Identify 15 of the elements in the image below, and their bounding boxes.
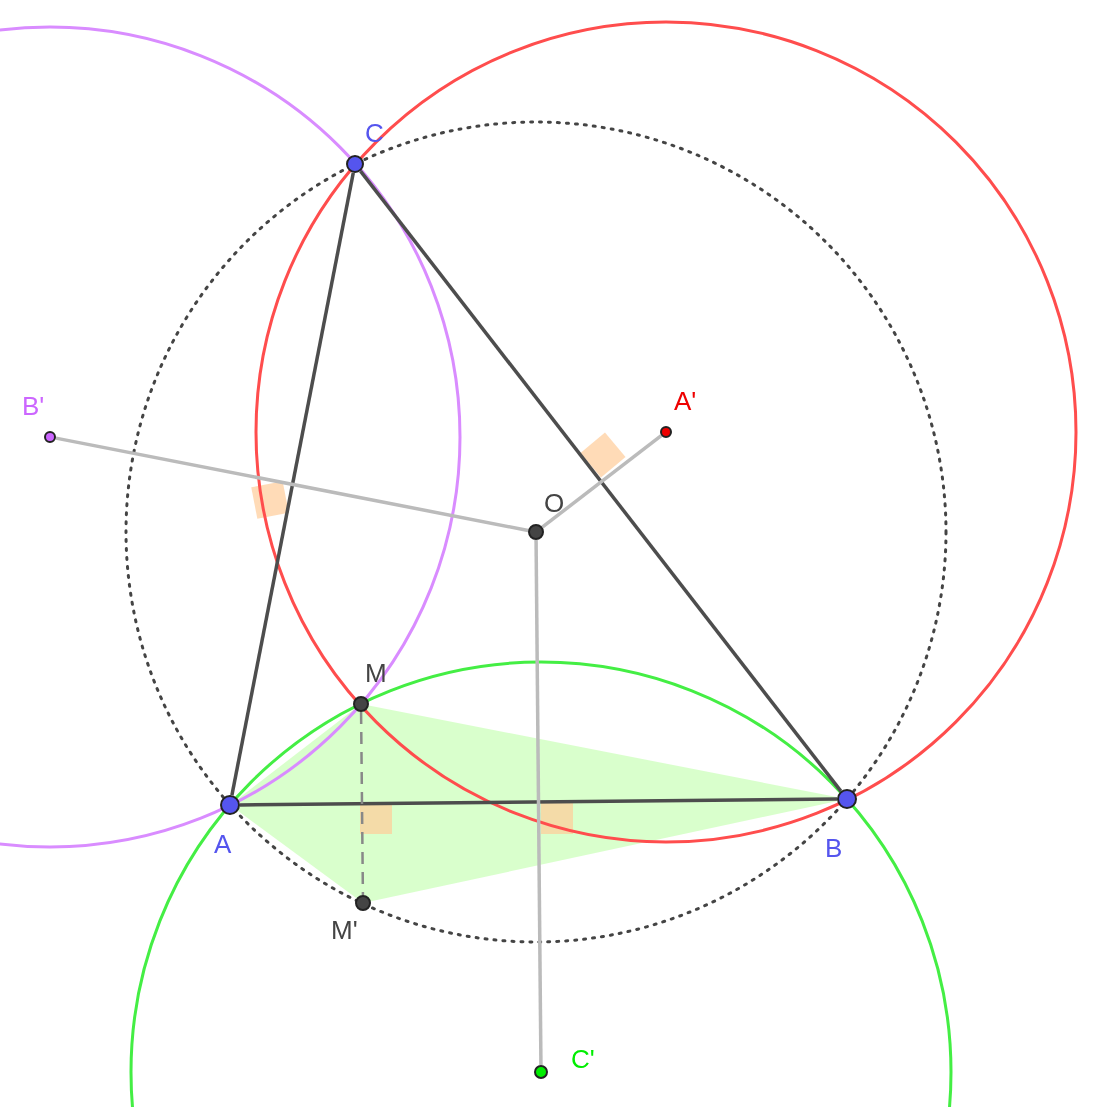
line-segment (359, 170, 843, 793)
line-segment (230, 172, 355, 796)
point-label: B (825, 835, 843, 861)
point-label: C' (571, 1046, 595, 1072)
point-label: B' (22, 393, 45, 419)
line-segment (240, 797, 837, 807)
point-label: A (214, 831, 232, 857)
line-segment (534, 540, 543, 1065)
line-segment (541, 434, 663, 529)
point-label: C (365, 120, 384, 146)
point-label: A' (674, 388, 697, 414)
point-label: O (544, 490, 565, 516)
line-segment (55, 436, 529, 533)
point-label: M (365, 660, 387, 686)
point-label: M' (331, 917, 358, 943)
